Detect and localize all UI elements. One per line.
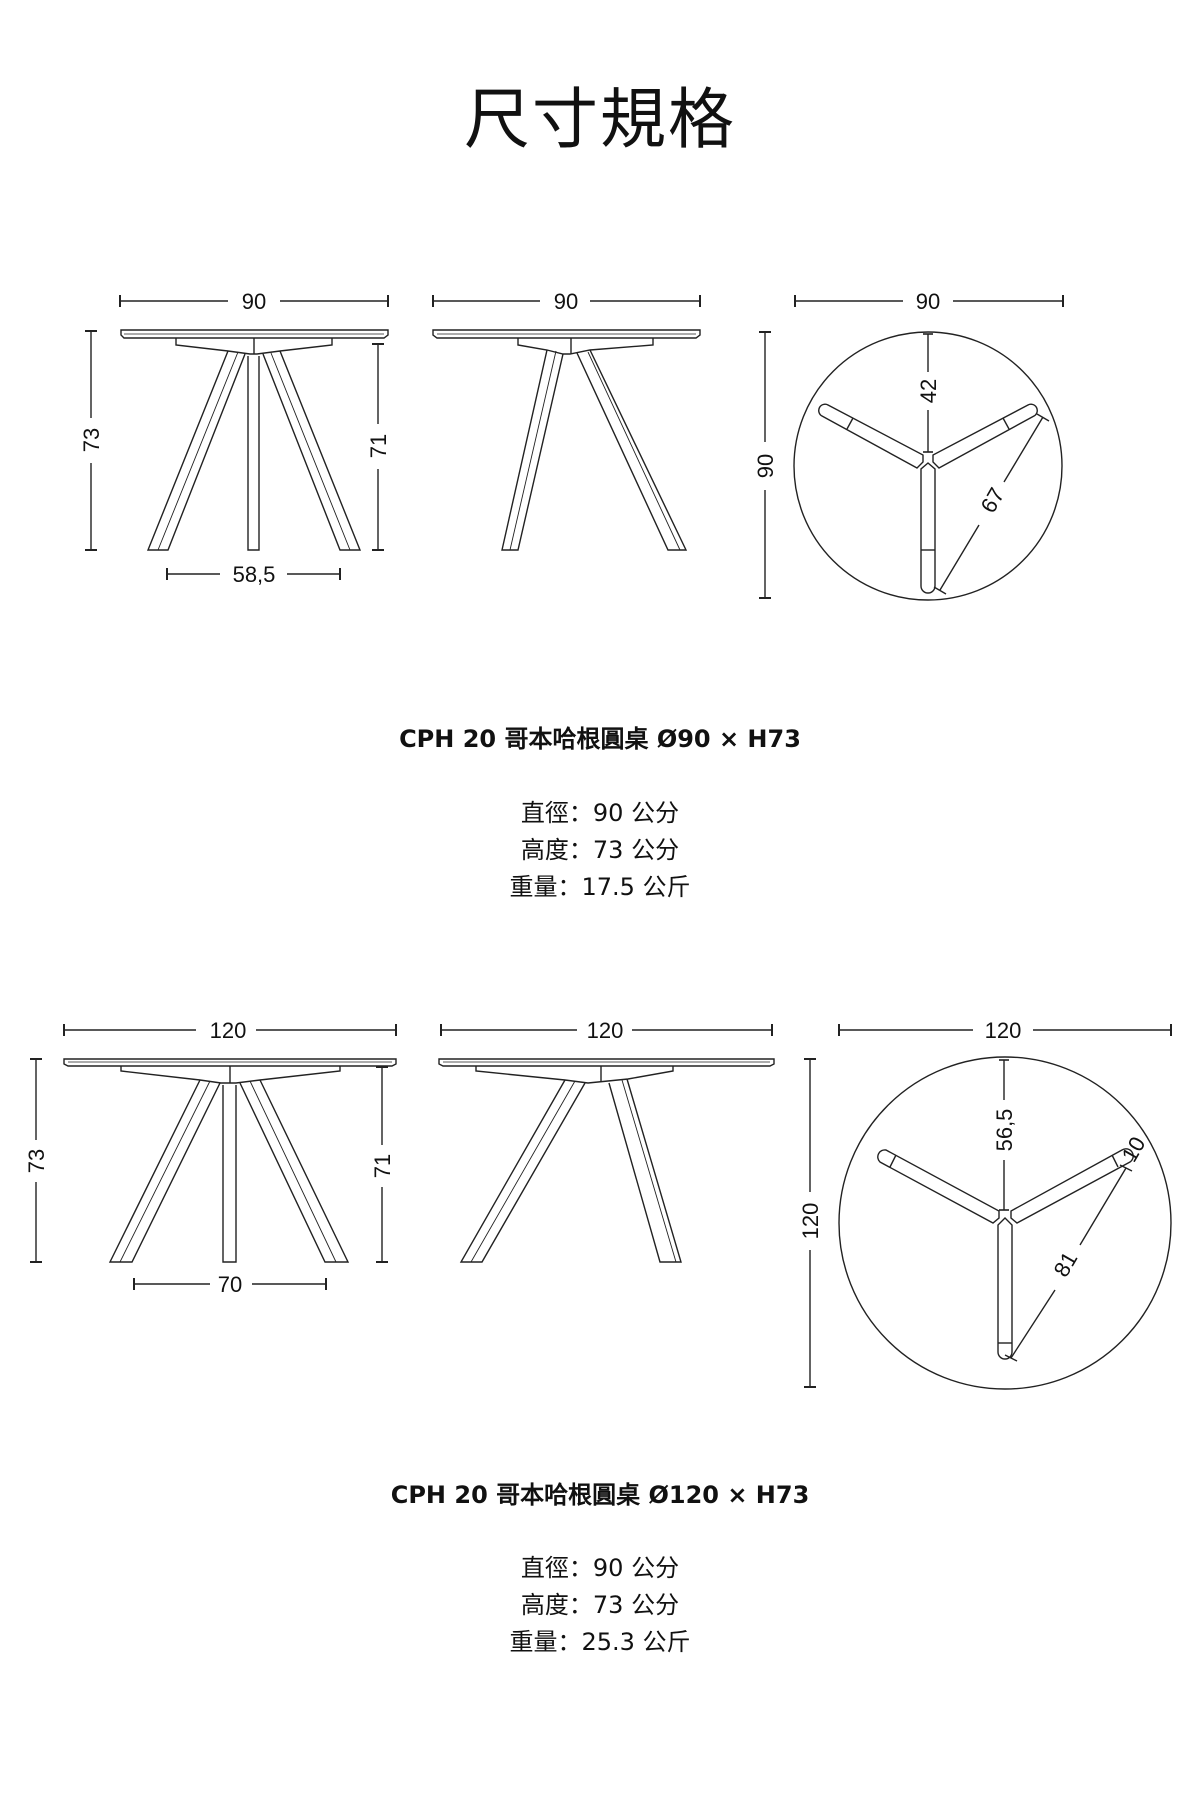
dimension-height-under-top: 71 — [370, 1066, 395, 1263]
dimension-leg-span: 58,5 — [166, 562, 341, 587]
dimension-label: 120 — [587, 1018, 624, 1043]
dimension-label: 120 — [985, 1018, 1022, 1043]
front-view-120: 120 73 71 — [24, 1018, 397, 1297]
dimension-width: 120 — [440, 1018, 773, 1043]
dimension-label: 42 — [916, 379, 941, 403]
dimension-label: 70 — [218, 1272, 242, 1297]
dimension-label: 58,5 — [233, 562, 276, 587]
dimension-center-to-edge: 56,5 — [992, 1059, 1017, 1211]
tabletop-outline — [838, 1056, 1172, 1390]
dimension-label: 81 — [1049, 1247, 1083, 1281]
dimension-label: 71 — [366, 434, 391, 458]
dimension-width: 120 90 — [432, 289, 701, 314]
dimension-label: 56,5 — [992, 1109, 1017, 1152]
dimension-label: 90 — [554, 289, 578, 314]
dimension-width: 120 — [63, 1018, 397, 1043]
dimension-height-under-top: 71 — [366, 343, 391, 551]
dimension-label: 120 — [210, 1018, 247, 1043]
dimension-center-to-edge: 42 — [916, 333, 941, 453]
dimension-depth: 90 — [753, 331, 778, 599]
dimension-label: 71 — [370, 1154, 395, 1178]
dimension-label: 90 — [916, 289, 940, 314]
dimension-width: 90 — [119, 289, 389, 314]
spec-diameter: 直徑：90 公分 — [520, 1554, 680, 1582]
tripod-legs — [877, 1148, 1134, 1360]
spec-weight: 重量：17.5 公斤 — [509, 873, 691, 901]
dimension-depth: 120 — [798, 1058, 823, 1388]
dimension-label: 90 — [753, 454, 778, 478]
spec-list-90: 直徑：90 公分 高度：73 公分 重量：17.5 公斤 — [0, 795, 1200, 906]
dimension-height: 73 — [24, 1058, 49, 1263]
dimension-label: 120 — [798, 1203, 823, 1240]
top-view-120: 120 120 56,5 10 — [798, 1018, 1172, 1390]
spec-weight: 重量：25.3 公斤 — [509, 1628, 691, 1656]
dimension-label: 67 — [976, 483, 1010, 517]
dimension-label-foot-offset: 10 — [1117, 1132, 1151, 1166]
top-view-90: 90 90 42 — [753, 289, 1064, 601]
tripod-legs — [818, 403, 1038, 594]
dimension-leg-span: 70 — [133, 1272, 327, 1297]
dimension-label: 90 — [242, 289, 266, 314]
dimension-label: 73 — [24, 1149, 49, 1173]
product-caption-120: CPH 20 哥本哈根圓桌 Ø120 × H73 — [390, 1481, 810, 1509]
side-view-90: 120 90 — [432, 289, 701, 551]
dimension-width: 120 — [838, 1018, 1172, 1043]
dimension-height: 73 — [79, 330, 104, 551]
dimension-width: 90 — [794, 289, 1064, 314]
dimension-leg-length: 81 — [1004, 1164, 1133, 1362]
product-caption-90: CPH 20 哥本哈根圓桌 Ø90 × H73 — [399, 725, 801, 753]
side-view-120: 120 — [438, 1018, 775, 1263]
dimension-label: 73 — [79, 428, 104, 452]
spec-height: 高度：73 公分 — [520, 1591, 680, 1619]
spec-list-120: 直徑：90 公分 高度：73 公分 重量：25.3 公斤 — [0, 1550, 1200, 1661]
spec-height: 高度：73 公分 — [520, 836, 680, 864]
dimension-leg-length: 67 — [933, 413, 1050, 595]
page-title: 尺寸規格 — [464, 81, 736, 158]
front-view-90: 90 73 71 — [79, 289, 391, 587]
tabletop-outline — [793, 331, 1063, 601]
spec-diameter: 直徑：90 公分 — [520, 799, 680, 827]
